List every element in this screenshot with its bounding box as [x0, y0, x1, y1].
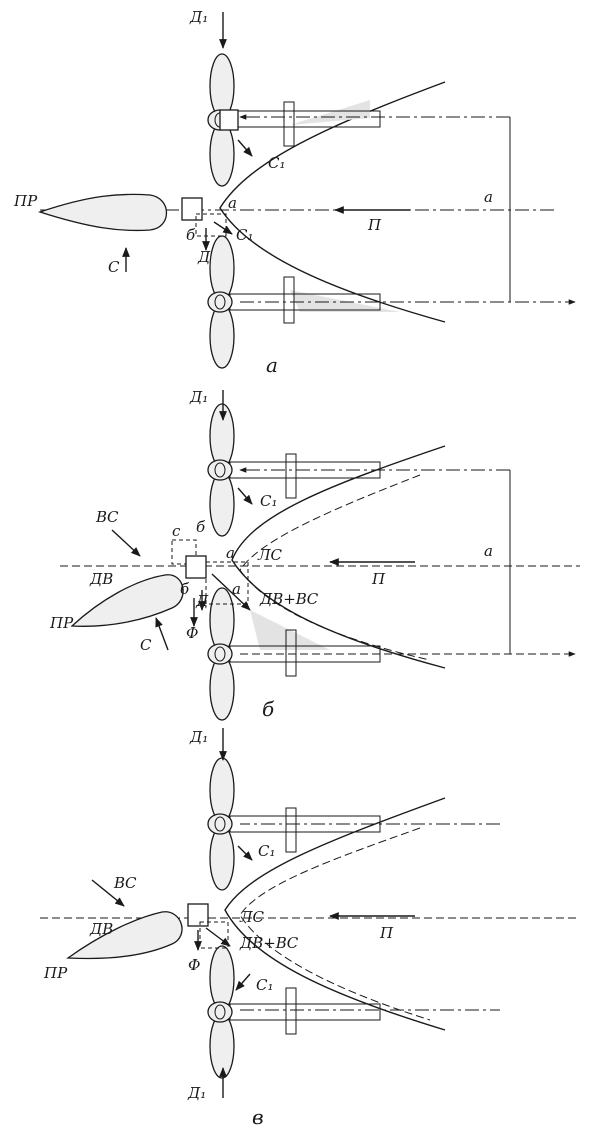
hull-outline	[231, 445, 446, 669]
rudder	[66, 911, 183, 960]
label-b-low: б	[180, 580, 190, 598]
label-d: Д	[195, 592, 209, 610]
label-c1-mid: С₁	[236, 226, 254, 244]
label-c-box: с	[172, 522, 181, 540]
arrow-dv-vs	[205, 927, 231, 947]
bracket-top	[283, 101, 295, 147]
caption-a: а	[266, 353, 278, 377]
arrow-c1-top	[237, 487, 253, 505]
bracket-top	[285, 807, 297, 853]
label-a-right: а	[484, 188, 493, 206]
label-c1: С₁	[258, 842, 276, 860]
rudder	[37, 193, 167, 232]
label-d1-bottom: Д₁	[187, 1084, 206, 1102]
hull-dashed	[239, 827, 431, 1021]
hub-box-top	[219, 109, 239, 131]
bracket-bottom	[285, 987, 297, 1035]
label-dv: ДВ	[89, 570, 113, 588]
force-box-dashed-c	[171, 539, 197, 565]
force-box-dashed	[195, 213, 227, 237]
arrow-c1-mid	[213, 221, 233, 235]
label-pr: ПР	[43, 964, 68, 982]
label-p: П	[379, 924, 394, 942]
propeller-top	[207, 757, 235, 891]
label-c: С	[140, 636, 152, 654]
label-c: С	[108, 258, 120, 276]
arrow-vs	[111, 529, 141, 557]
hull-shading-top	[290, 100, 370, 125]
label-d: Д	[197, 248, 211, 266]
label-f: Ф	[188, 956, 200, 974]
arrow-dv-vs	[211, 573, 251, 611]
rudder	[70, 574, 184, 627]
label-pr: ПР	[49, 614, 74, 632]
hull-outline	[224, 797, 446, 1031]
propeller-bottom	[207, 945, 235, 1079]
label-a-right: а	[484, 542, 493, 560]
label-a-center: а	[228, 194, 237, 212]
label-c1-low: С₁	[256, 976, 274, 994]
arrow-c1-top	[237, 139, 253, 157]
force-box-main	[187, 903, 209, 927]
label-dv-vs: ДВ+ВС	[259, 590, 319, 608]
panel-a: Д₁ С₁ а а ПР П С б С₁ Д а	[13, 8, 576, 377]
label-vs: ВС	[95, 508, 119, 526]
arrow-c	[155, 617, 169, 651]
label-p: П	[367, 216, 382, 234]
label-d1: Д₁	[189, 8, 208, 26]
force-box-main	[181, 197, 203, 221]
caption-v: в	[252, 1105, 264, 1129]
propeller-bottom	[207, 235, 235, 369]
bracket-bottom	[283, 276, 295, 324]
label-d1: Д₁	[189, 388, 208, 406]
label-c1: С₁	[268, 154, 286, 172]
panel-v: Д₁ С₁ ВС ЛС П ДВ ДВ+ВС ПР Ф С₁ Д₁ в	[40, 728, 580, 1129]
label-a-low: а	[232, 580, 241, 598]
label-b: б	[186, 226, 196, 244]
propeller-bottom	[207, 587, 235, 721]
arrow-c1-top	[237, 845, 253, 861]
label-d1: Д₁	[189, 728, 208, 746]
label-pr: ПР	[13, 192, 38, 210]
bracket-bottom	[285, 629, 297, 677]
label-ls: ЛС	[257, 546, 283, 564]
label-ls: ЛС	[239, 908, 265, 926]
hull-dashed	[239, 474, 431, 661]
propeller-top	[207, 403, 235, 537]
arrow-c1-low	[235, 973, 251, 991]
label-p: П	[371, 570, 386, 588]
label-c1: С₁	[260, 492, 278, 510]
label-dv-vs: ДВ+ВС	[239, 934, 299, 952]
force-box-main	[185, 555, 207, 579]
panel-b: Д₁ С₁ а ВС с б ДВ а ЛС П б Д а ДВ+ВС ПР …	[49, 388, 580, 721]
label-dv: ДВ	[89, 920, 113, 938]
force-box-dashed-a	[205, 561, 249, 605]
label-f: Ф	[186, 624, 198, 642]
caption-b: б	[262, 697, 275, 721]
hull-shading-bottom	[290, 290, 400, 312]
arrow-vs	[91, 879, 125, 907]
label-b-box: б	[196, 518, 206, 536]
label-a-center: а	[226, 544, 235, 562]
bracket-top	[285, 453, 297, 499]
shaft-bottom	[229, 1003, 381, 1021]
force-box-dashed	[199, 921, 229, 949]
label-vs: ВС	[113, 874, 137, 892]
hull-outline	[219, 81, 446, 323]
